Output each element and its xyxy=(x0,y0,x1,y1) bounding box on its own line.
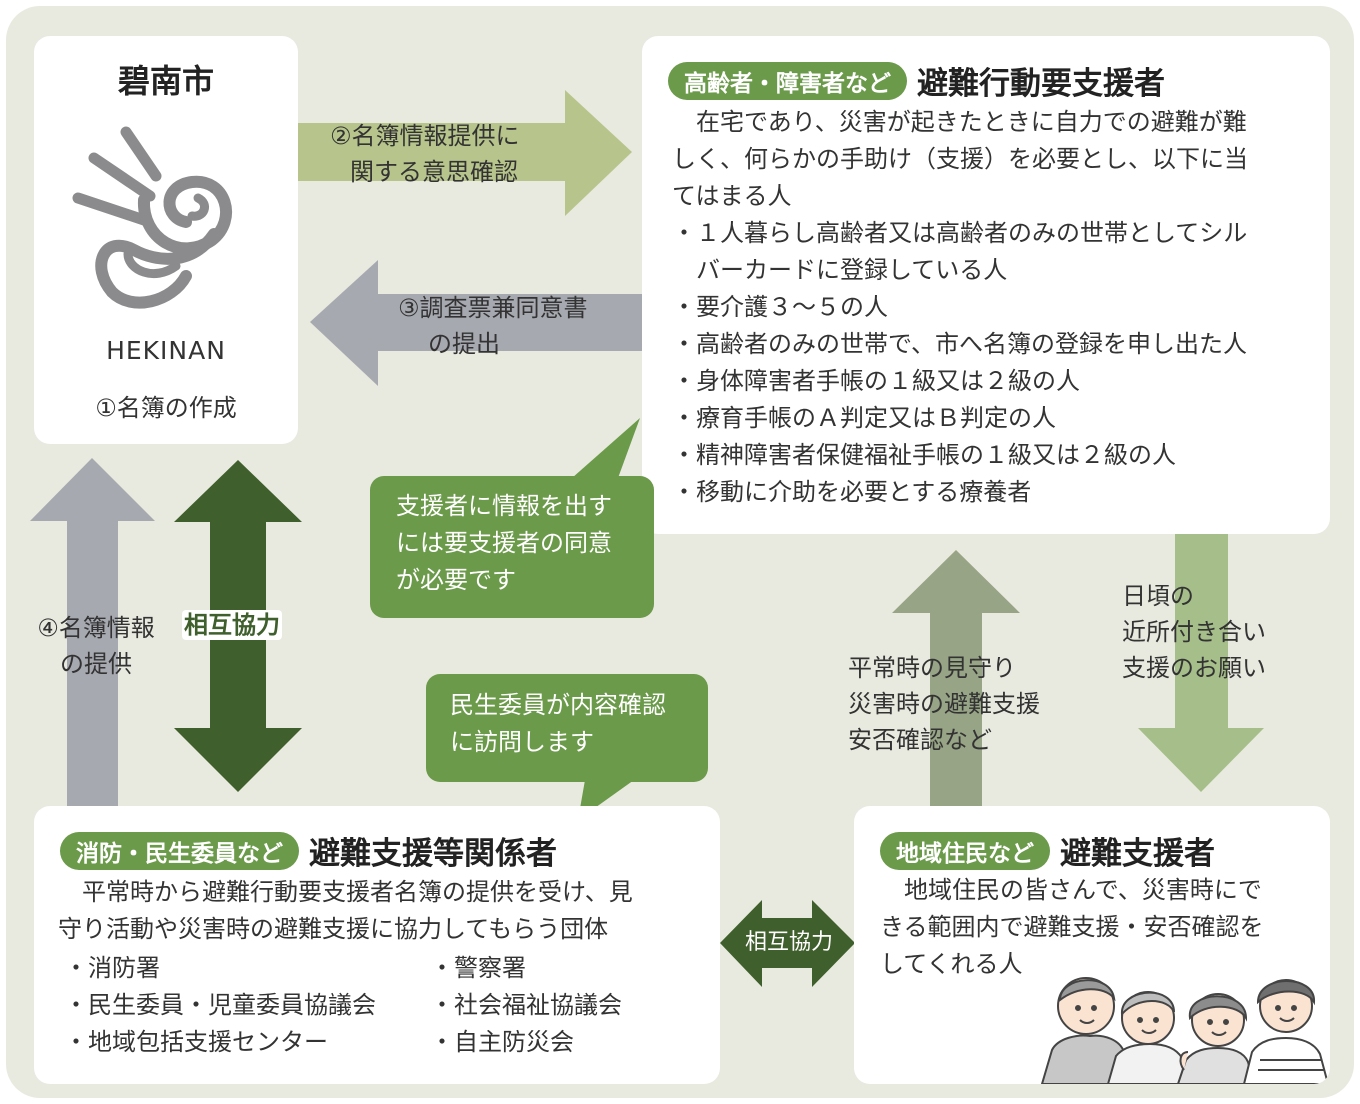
kankeisha-list-right: ・警察署 ・社会福祉協議会 ・自主防災会 xyxy=(430,950,622,1061)
kankeisha-title: 避難支援等関係者 xyxy=(309,836,557,872)
youshien-criteria-list: ・１人暮らし高齢者又は高齢者のみの世帯としてシル バーカードに登録している人 ・… xyxy=(672,215,1247,511)
bubble-consent-tail xyxy=(572,418,640,478)
step1-label: ①名簿の作成 xyxy=(95,394,237,422)
kankeisha-header: 消防・民生委員など避難支援等関係者 xyxy=(60,828,557,873)
arrow-to-youshien xyxy=(297,90,632,216)
hekinan-title: 碧南市 xyxy=(117,62,214,100)
bubble-consent: 支援者に情報を出す には要支援者の同意 が必要です xyxy=(370,476,654,618)
list-item: ・消防署 xyxy=(64,954,160,982)
arrow-watch-label: 平常時の見守り 災害時の避難支援 安否確認など xyxy=(848,654,1040,754)
shiensha-description: 地域住民の皆さんで、災害時にで きる範囲内で避難支援・安否確認を してくれる人 xyxy=(880,876,1264,978)
arrow-down-to-shiensha xyxy=(1138,534,1264,792)
bubble-visit: 民生委員が内容確認 に訪問します xyxy=(426,674,708,782)
list-item: ・身体障害者手帳の１級又は２級の人 xyxy=(672,367,1080,395)
youshien-header: 高齢者・障害者など避難行動要支援者 xyxy=(668,58,1165,103)
shiensha-box: 地域住民など避難支援者 地域住民の皆さんで、災害時にで きる範囲内で避難支援・安… xyxy=(854,806,1330,1084)
list-item: ・精神障害者保健福祉手帳の１級又は２級の人 xyxy=(672,441,1176,469)
list-item: ・民生委員・児童委員協議会 xyxy=(64,991,376,1019)
arrow-daily-label: 日頃の 近所付き合い 支援のお願い xyxy=(1122,582,1266,682)
kankeisha-box: 消防・民生委員など避難支援等関係者 平常時から避難行動要支援者名簿の提供を受け、… xyxy=(34,806,720,1084)
youshien-tag: 高齢者・障害者など xyxy=(668,61,907,100)
list-item: ・警察署 xyxy=(430,954,526,982)
list-item: ・要介護３～５の人 xyxy=(672,293,888,321)
list-item: ・自主防災会 xyxy=(430,1028,574,1056)
arrow-up-to-hekinan xyxy=(30,458,155,806)
list-item: ・１人暮らし高齢者又は高齢者のみの世帯としてシル バーカードに登録している人 xyxy=(672,219,1248,284)
arrow-up-to-youshien xyxy=(892,550,1020,806)
arrow4-label: ④名簿情報 の提供 xyxy=(37,614,155,678)
hekinan-logo-icon xyxy=(72,126,233,309)
kankeisha-tag: 消防・民生委員など xyxy=(60,831,299,870)
youshien-title: 避難行動要支援者 xyxy=(917,66,1165,102)
shiensha-header: 地域住民など避難支援者 xyxy=(880,828,1215,873)
youshien-box: 高齢者・障害者など避難行動要支援者 在宅であり、災害が起きたときに自力での避難が… xyxy=(642,36,1330,534)
kankeisha-list-left: ・消防署 ・民生委員・児童委員協議会 ・地域包括支援センター xyxy=(64,950,376,1061)
shiensha-tag: 地域住民など xyxy=(880,831,1050,870)
list-item: ・高齢者のみの世帯で、市へ名簿の登録を申し出た人 xyxy=(672,330,1248,358)
arrow-to-hekinan xyxy=(310,260,642,386)
hekinan-logo-text: HEKINAN xyxy=(106,336,226,365)
list-item: ・移動に介助を必要とする療養者 xyxy=(672,478,1032,506)
mutual-cooperation-label-horizontal: 相互協力 xyxy=(744,930,833,955)
list-item: ・社会福祉協議会 xyxy=(430,991,622,1019)
arrow2-label: ②名簿情報提供に 関する意思確認 xyxy=(330,122,520,186)
list-item: ・療育手帳のＡ判定又はＢ判定の人 xyxy=(672,404,1056,432)
residents-illustration xyxy=(1040,977,1330,1084)
double-arrow-horizontal xyxy=(720,900,855,987)
youshien-description: 在宅であり、災害が起きたときに自力での避難が難 しく、何らかの手助け（支援）を必… xyxy=(672,108,1248,210)
arrow3-label: ③調査票兼同意書 の提出 xyxy=(398,294,588,358)
hekinan-box: 碧南市 HEKINAN ①名簿の作成 xyxy=(34,36,298,444)
shiensha-title: 避難支援者 xyxy=(1060,836,1215,872)
kankeisha-description: 平常時から避難行動要支援者名簿の提供を受け、見 守り活動や災害時の避難支援に協力… xyxy=(58,878,633,943)
mutual-cooperation-label-vertical: 相互協力 xyxy=(182,610,282,640)
list-item: ・地域包括支援センター xyxy=(64,1028,328,1056)
